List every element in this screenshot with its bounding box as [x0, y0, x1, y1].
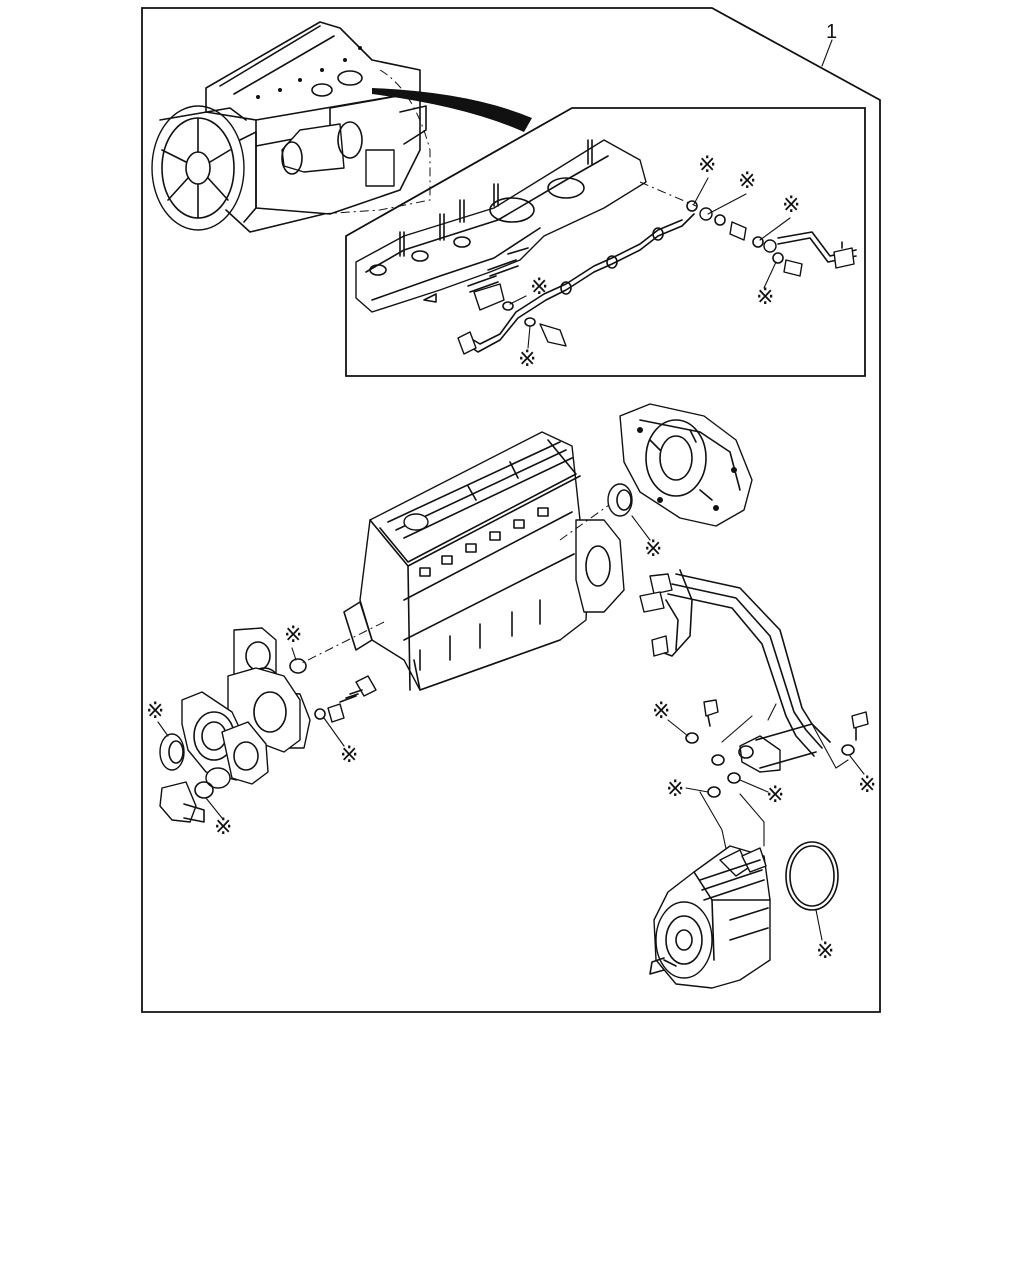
- engine-block: [343, 431, 625, 691]
- replacement-marker: ※: [782, 193, 800, 218]
- exhaust-manifold-detail: [355, 139, 857, 355]
- replacement-marker: ※: [666, 777, 684, 802]
- replacement-marker: ※: [284, 623, 302, 648]
- replacement-marker: ※: [530, 275, 548, 300]
- replacement-marker: ※: [756, 285, 774, 310]
- replacement-marker: ※: [816, 939, 834, 964]
- marker-leaders: [157, 177, 865, 941]
- replacement-marker: ※: [766, 783, 784, 808]
- detail-pointer-arrow: [372, 88, 532, 132]
- inset-frame: [345, 107, 866, 377]
- replacement-marker: ※: [644, 537, 662, 562]
- kit-outline-frame: [141, 7, 881, 1013]
- marker-group: ※ ※ ※ ※ ※ ※ ※ ※ ※ ※ ※ ※ ※ ※ ※ ※: [146, 153, 876, 964]
- centerline-block-to-front: [299, 621, 385, 665]
- replacement-marker: ※: [146, 699, 164, 724]
- replacement-marker: ※: [340, 743, 358, 768]
- replacement-marker: ※: [214, 815, 232, 840]
- callout-leader-line: [821, 39, 833, 67]
- replacement-marker: ※: [858, 773, 876, 798]
- replacement-marker: ※: [698, 153, 716, 178]
- centerline-block-to-rear: [559, 499, 617, 541]
- callout-number: 1: [826, 21, 837, 43]
- replacement-marker: ※: [518, 347, 536, 372]
- replacement-marker: ※: [652, 699, 670, 724]
- air-compressor: [649, 841, 839, 989]
- engine-assembly-view: [151, 21, 431, 233]
- flywheel-housing: [607, 403, 753, 527]
- front-cover-parts: [159, 627, 377, 823]
- replacement-marker: ※: [738, 169, 756, 194]
- pipe-assembly: [639, 569, 869, 859]
